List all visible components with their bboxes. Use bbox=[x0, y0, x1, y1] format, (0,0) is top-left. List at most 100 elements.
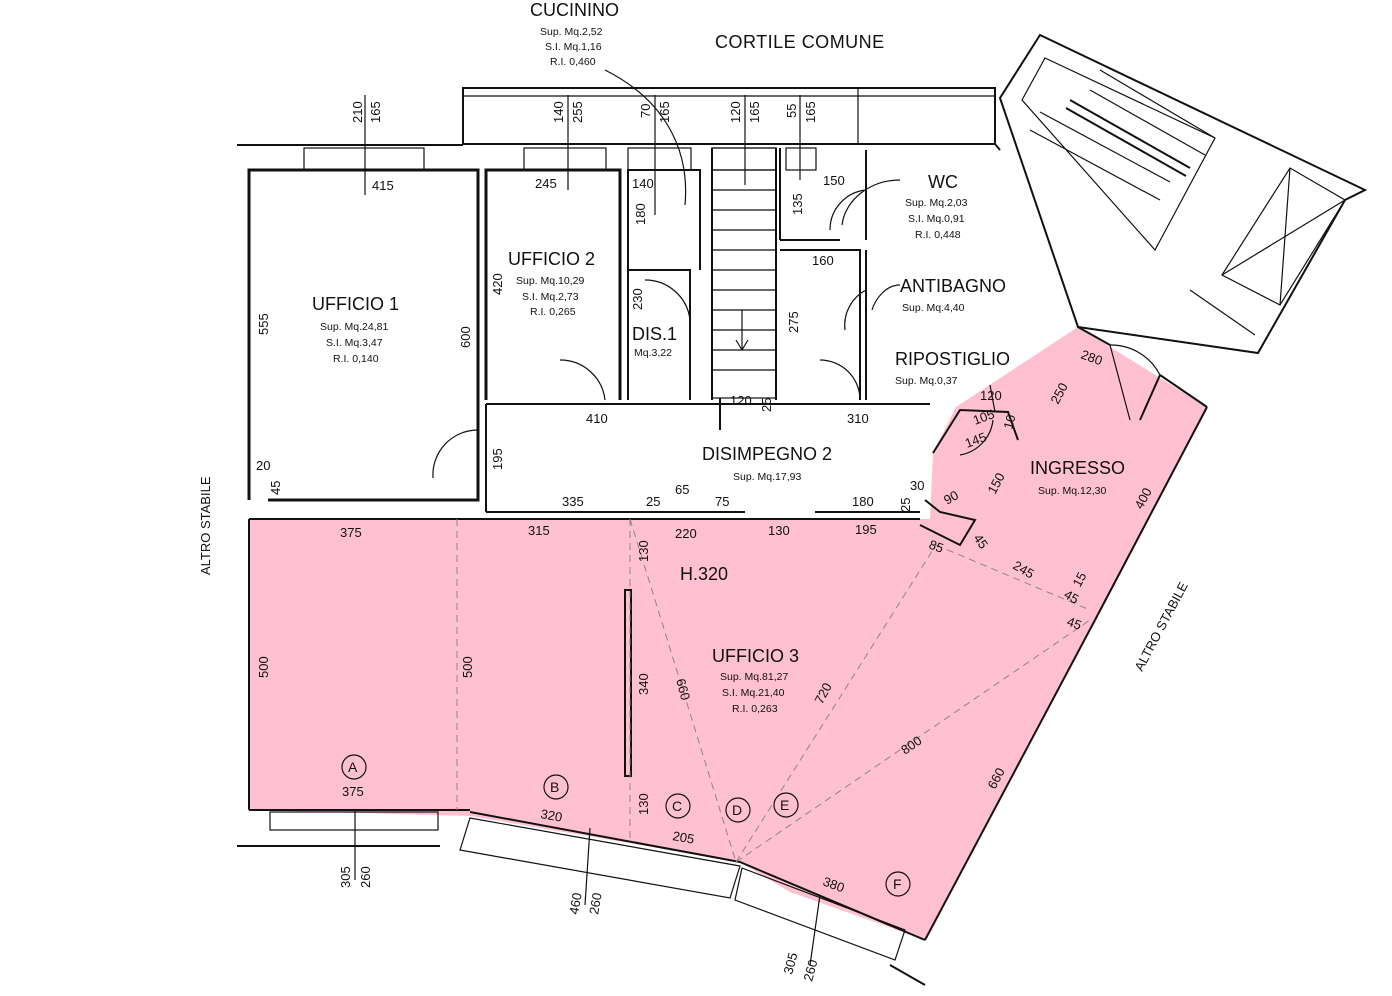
dim-label: 130 bbox=[636, 793, 651, 815]
dimension-ticks bbox=[354, 95, 821, 966]
dim-label: 305 bbox=[338, 866, 353, 888]
dim-label: 375 bbox=[340, 525, 362, 540]
dim-label: 415 bbox=[372, 178, 394, 193]
dim-label: 340 bbox=[636, 673, 651, 695]
room-sup: Mq.3,22 bbox=[634, 347, 672, 359]
marker-f-circle bbox=[885, 871, 911, 897]
room-ufficio1: UFFICIO 1 Sup. Mq.24,81 S.I. Mq.3,47 R.I… bbox=[312, 294, 399, 365]
dim-label: 120 bbox=[728, 101, 743, 123]
dim-label: 140 bbox=[551, 101, 566, 123]
dim-label: 135 bbox=[790, 193, 805, 215]
dim-label: 165 bbox=[657, 101, 672, 123]
dim-label: 410 bbox=[586, 411, 608, 426]
dim-label: 335 bbox=[562, 494, 584, 509]
dim-label: 45 bbox=[1062, 587, 1082, 607]
dim-label: 210 bbox=[350, 101, 365, 123]
room-name: INGRESSO bbox=[1030, 458, 1125, 478]
dimensions: 210 165 140 255 70 165 120 165 55 165 41… bbox=[256, 101, 1155, 982]
dim-label: 315 bbox=[528, 523, 550, 538]
section-markers: A B C D E F bbox=[341, 754, 911, 897]
dim-label: 260 bbox=[586, 892, 605, 916]
dim-label: 500 bbox=[460, 656, 475, 678]
room-sup: Sup. Mq.0,37 bbox=[895, 375, 958, 387]
dim-label: 105 bbox=[971, 406, 997, 428]
room-cucinino: CUCININO Sup. Mq.2,52 S.I. Mq.1,16 R.I. … bbox=[530, 0, 619, 68]
dim-label: 375 bbox=[342, 784, 364, 799]
room-ri: R.I. 0,448 bbox=[915, 229, 961, 241]
courtyard-label: CORTILE COMUNE bbox=[715, 32, 885, 52]
dim-label: 30 bbox=[910, 478, 924, 493]
room-si: S.I. Mq.0,91 bbox=[908, 213, 965, 225]
dim-label: 120 bbox=[730, 393, 752, 408]
dim-label: 195 bbox=[490, 448, 505, 470]
dim-label: 20 bbox=[256, 458, 270, 473]
room-ri: R.I. 0,460 bbox=[550, 56, 596, 68]
marker-e: E bbox=[780, 797, 789, 813]
left-neighbor-label: ALTRO STABILE bbox=[198, 476, 213, 575]
room-sup: Sup. Mq.2,03 bbox=[905, 197, 968, 209]
marker-e-circle bbox=[773, 792, 799, 818]
dim-label: 320 bbox=[539, 806, 563, 825]
dim-label: 180 bbox=[633, 203, 648, 225]
dim-label: 165 bbox=[747, 101, 762, 123]
room-dis1: DIS.1 Mq.3,22 bbox=[632, 324, 677, 359]
marker-c: C bbox=[672, 798, 682, 814]
dim-label: 220 bbox=[675, 526, 697, 541]
stairs-central bbox=[711, 147, 777, 399]
room-name: ANTIBAGNO bbox=[900, 276, 1006, 296]
marker-a: A bbox=[348, 759, 358, 775]
dim-label: 140 bbox=[632, 176, 654, 191]
highlight-area-ufficio3 bbox=[249, 327, 1207, 940]
dim-label: 25 bbox=[646, 494, 660, 509]
dim-label: 25 bbox=[759, 398, 774, 412]
dim-label: 380 bbox=[821, 874, 847, 896]
height-label: H.320 bbox=[680, 564, 728, 584]
dim-label: 65 bbox=[675, 482, 689, 497]
courtyard-wall bbox=[237, 87, 1001, 151]
marker-b-circle bbox=[543, 774, 569, 800]
dim-label: 420 bbox=[490, 273, 505, 295]
room-si: S.I. Mq.3,47 bbox=[326, 337, 383, 349]
marker-c-circle bbox=[665, 793, 691, 819]
dim-label: 25 bbox=[898, 498, 913, 512]
dim-label: 150 bbox=[823, 173, 845, 188]
room-ufficio3: UFFICIO 3 Sup. Mq.81,27 S.I. Mq.21,40 R.… bbox=[712, 646, 799, 715]
dim-label: 90 bbox=[941, 487, 961, 507]
dim-label: 260 bbox=[800, 958, 820, 983]
marker-d: D bbox=[732, 802, 742, 818]
ingresso-walls bbox=[919, 326, 1208, 941]
stairs-tower bbox=[998, 33, 1368, 355]
room-antibagno: ANTIBAGNO Sup. Mq.4,40 bbox=[900, 276, 1006, 314]
marker-f: F bbox=[893, 876, 902, 892]
dim-label: 205 bbox=[671, 828, 695, 847]
ripostiglio-leader bbox=[989, 384, 996, 413]
room-wc: WC Sup. Mq.2,03 S.I. Mq.0,91 R.I. 0,448 bbox=[905, 172, 968, 241]
dim-label: 280 bbox=[1079, 347, 1105, 369]
room-si: S.I. Mq.21,40 bbox=[722, 687, 785, 699]
room-ri: R.I. 0,265 bbox=[530, 306, 576, 318]
room-name: UFFICIO 3 bbox=[712, 646, 799, 666]
room-name: DISIMPEGNO 2 bbox=[702, 444, 832, 464]
dim-label: 180 bbox=[852, 494, 874, 509]
dim-label: 230 bbox=[630, 288, 645, 310]
room-name: RIPOSTIGLIO bbox=[895, 349, 1010, 369]
room-ripostiglio: RIPOSTIGLIO Sup. Mq.0,37 bbox=[895, 349, 1010, 387]
dim-label: 130 bbox=[636, 540, 651, 562]
room-ufficio2: UFFICIO 2 Sup. Mq.10,29 S.I. Mq.2,73 R.I… bbox=[508, 249, 595, 318]
room-name: CUCININO bbox=[530, 0, 619, 20]
room-si: S.I. Mq.2,73 bbox=[522, 291, 579, 303]
marker-d-circle bbox=[725, 797, 751, 823]
dim-label: 15 bbox=[1069, 570, 1089, 590]
doors bbox=[432, 189, 1161, 479]
dim-label: 45 bbox=[1065, 614, 1084, 633]
dim-label: 120 bbox=[980, 388, 1002, 403]
room-ri: R.I. 0,140 bbox=[333, 353, 379, 365]
room-name: UFFICIO 2 bbox=[508, 249, 595, 269]
marker-b: B bbox=[550, 779, 559, 795]
dim-label: 555 bbox=[256, 313, 271, 335]
dim-label: 245 bbox=[535, 176, 557, 191]
room-sup: Sup. Mq.17,93 bbox=[733, 471, 801, 483]
dim-label: 85 bbox=[927, 537, 946, 556]
dim-label: 310 bbox=[847, 411, 869, 426]
